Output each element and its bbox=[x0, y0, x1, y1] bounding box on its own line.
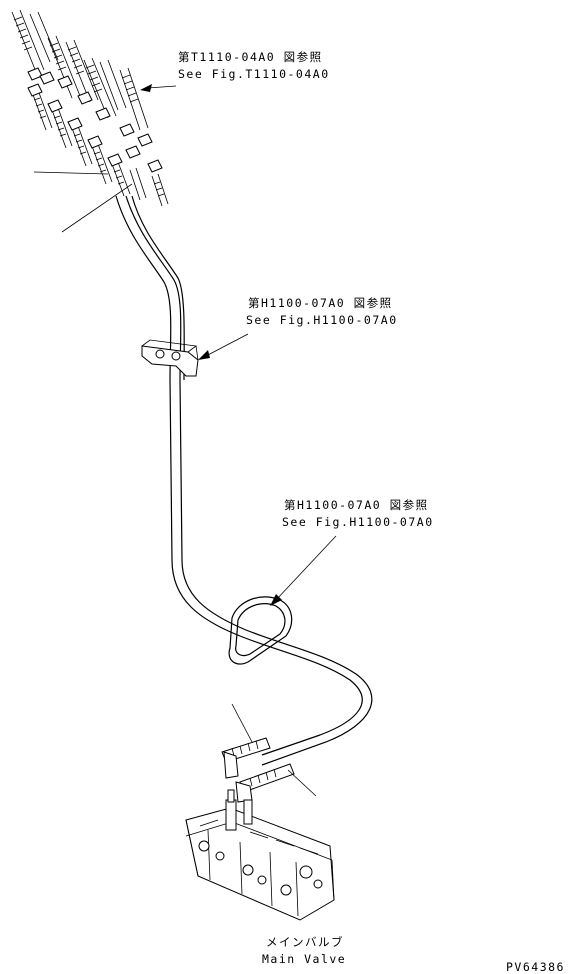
fitting-sleeves bbox=[221, 737, 295, 803]
callout-jp-2: 第H1100-07A0 図参照 bbox=[248, 296, 393, 310]
callout-jp-1: 第T1110-04A0 図参照 bbox=[178, 50, 323, 64]
callout-jp-3: 第H1100-07A0 図参照 bbox=[284, 498, 429, 512]
callout-en-3: See Fig.H1100-07A0 bbox=[282, 515, 434, 529]
callout-en-1: See Fig.T1110-04A0 bbox=[178, 67, 330, 81]
hose-run bbox=[115, 195, 373, 766]
main-valve-body bbox=[185, 789, 335, 921]
leader-lines bbox=[33, 84, 337, 797]
drawing-number: PV64386 bbox=[506, 960, 565, 974]
main-valve-label-en: Main Valve bbox=[262, 952, 347, 966]
ring-clamp bbox=[228, 596, 293, 665]
clamp-block bbox=[141, 339, 199, 377]
callout-en-2: See Fig.H1100-07A0 bbox=[246, 313, 398, 327]
hose-bundle bbox=[11, 9, 169, 207]
main-valve-label-jp: メインバルブ bbox=[266, 935, 344, 949]
